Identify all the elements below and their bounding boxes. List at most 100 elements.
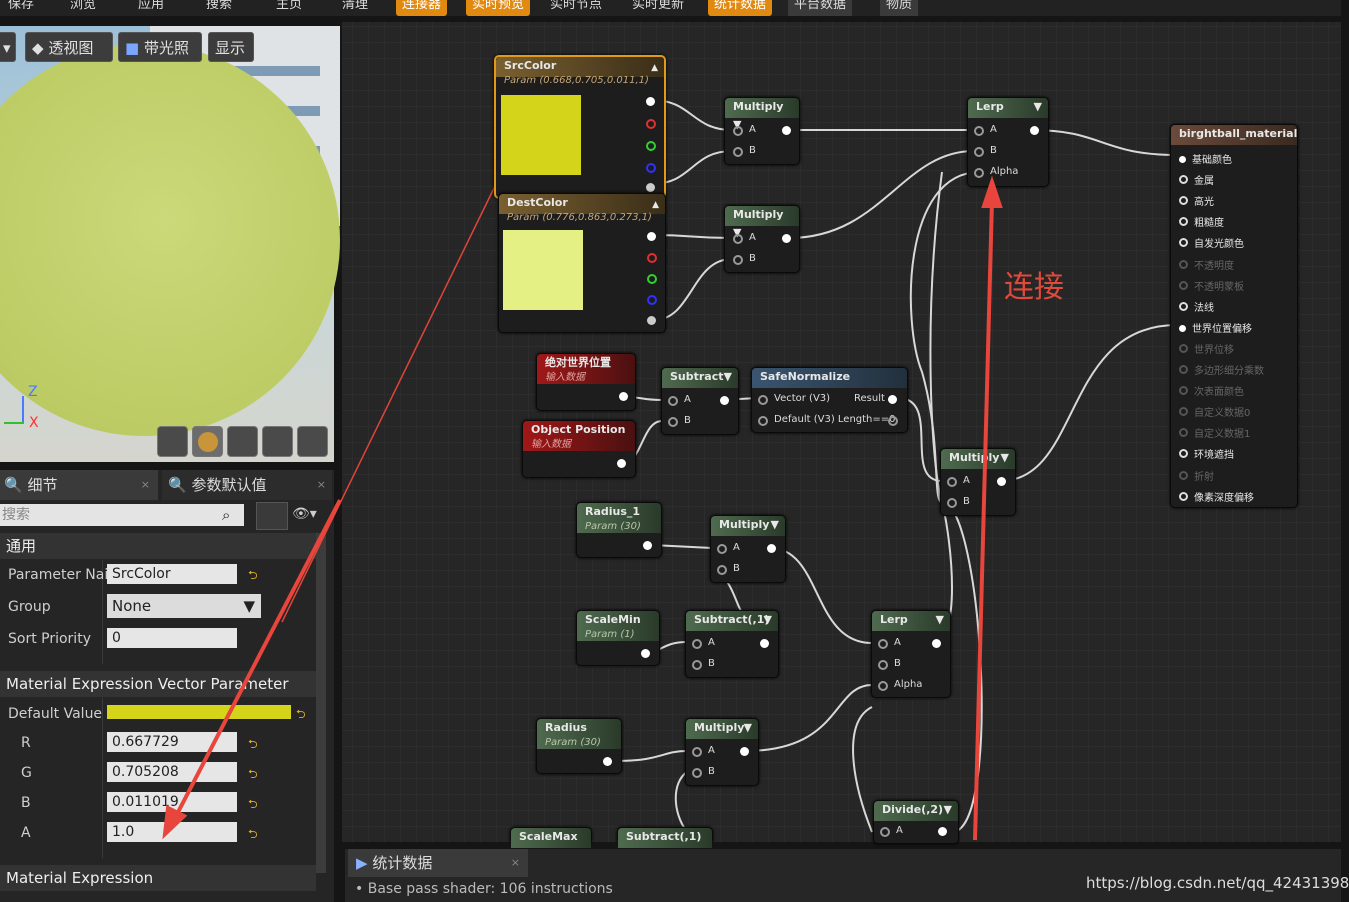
toolbar-button[interactable]: 保存 [8, 0, 35, 12]
toolbar-button[interactable]: 清理 [342, 0, 369, 12]
output-pin[interactable] [720, 396, 729, 405]
output-pin[interactable] [782, 234, 791, 243]
input-pin-alpha[interactable] [878, 681, 888, 691]
output-pin[interactable] [888, 416, 898, 426]
material-input-pin[interactable]: 世界位移 [1179, 341, 1234, 356]
material-input-pin[interactable]: 世界位置偏移 [1179, 320, 1252, 335]
node-subtract-2[interactable]: Subtract(,1)▼ A B [685, 610, 779, 678]
node-divide[interactable]: Divide(,2)▼ A [873, 800, 959, 844]
input-pin-default[interactable] [758, 416, 768, 426]
input-pin-b[interactable] [974, 147, 984, 157]
output-pin-b[interactable] [646, 163, 656, 173]
details-search-input[interactable]: 搜索 [0, 504, 244, 526]
material-input-pin[interactable]: 高光 [1179, 193, 1214, 208]
collapse-icon[interactable]: ▲ [651, 63, 658, 73]
node-lerp-2[interactable]: Lerp▼ A B Alpha [871, 610, 951, 698]
input-pin-a[interactable] [692, 747, 702, 757]
input-pin-b[interactable] [668, 417, 678, 427]
toolbar-button[interactable]: 物质 [880, 0, 919, 16]
reset-icon[interactable]: ⮌ [248, 827, 258, 841]
material-input-pin[interactable]: 像素深度偏移 [1179, 489, 1254, 504]
input-pin-a[interactable] [692, 639, 702, 649]
input-pin-a[interactable] [733, 126, 743, 136]
perspective-button[interactable]: ◆ 透视图 [25, 32, 113, 62]
section-material-expression[interactable]: Material Expression [0, 865, 316, 891]
output-pin[interactable] [643, 541, 652, 550]
plane-preview-button[interactable] [227, 426, 258, 457]
node-scale-max[interactable]: ScaleMax [510, 827, 592, 848]
material-input-pin[interactable]: 不透明度 [1179, 257, 1234, 272]
show-button[interactable]: 显示 [208, 32, 254, 62]
material-input-pin[interactable]: 多边形细分乘数 [1179, 362, 1264, 377]
output-pin[interactable] [603, 757, 612, 766]
input-pin-vector[interactable] [758, 395, 768, 405]
lit-button[interactable]: ■ 带光照 [118, 32, 202, 62]
node-multiply-1[interactable]: Multiply ▼ A B [724, 97, 800, 165]
material-input-pin[interactable]: 基础颜色 [1179, 151, 1232, 166]
toolbar-button[interactable]: 连接器 [396, 0, 448, 16]
output-pin[interactable] [997, 477, 1006, 486]
node-safe-normalize[interactable]: SafeNormalize Vector (V3) Result Default… [751, 367, 908, 433]
node-multiply-3[interactable]: Multiply▼ A B [940, 448, 1016, 516]
section-vector-parameter[interactable]: Material Expression Vector Parameter [0, 671, 316, 697]
output-pin-g[interactable] [646, 141, 656, 151]
output-pin[interactable] [647, 232, 656, 241]
input-pin-b[interactable] [878, 660, 888, 670]
toolbar-button[interactable]: 搜索 [206, 0, 233, 12]
node-multiply-5[interactable]: Multiply▼ A B [685, 718, 759, 786]
input-pin-b[interactable] [947, 498, 957, 508]
reset-icon[interactable]: ⮌ [296, 707, 306, 721]
input-pin-a[interactable] [878, 639, 888, 649]
reset-icon[interactable]: ⮌ [248, 737, 258, 751]
material-input-pin[interactable]: 折射 [1179, 468, 1214, 483]
output-pin-b[interactable] [647, 295, 657, 305]
material-input-pin[interactable]: 环境遮挡 [1179, 446, 1234, 461]
sort-priority-field[interactable]: 0 [107, 628, 237, 648]
parameter-name-field[interactable]: SrcColor [107, 564, 237, 584]
default-value-color-swatch[interactable] [107, 705, 291, 719]
material-input-pin[interactable]: 次表面颜色 [1179, 383, 1244, 398]
output-pin[interactable] [641, 649, 650, 658]
output-pin[interactable] [619, 392, 628, 401]
output-pin[interactable] [760, 639, 769, 648]
details-scrollbar[interactable] [316, 533, 326, 873]
node-material-result[interactable]: birghtball_material 基础颜色金属高光粗糙度自发光颜色不透明度… [1170, 124, 1298, 508]
node-subtract-1[interactable]: Subtract▼ A B [661, 367, 739, 435]
material-input-pin[interactable]: 不透明蒙板 [1179, 278, 1244, 293]
close-icon[interactable]: × [140, 478, 150, 491]
node-absolute-world-position[interactable]: 绝对世界位置输入数据 [536, 353, 636, 411]
input-pin-b[interactable] [733, 147, 743, 157]
input-pin-a[interactable] [668, 396, 678, 406]
material-input-pin[interactable]: 自定义数据1 [1179, 425, 1250, 440]
material-input-pin[interactable]: 金属 [1179, 172, 1214, 187]
node-subtract-3[interactable]: Subtract(,1) ▼ [617, 827, 713, 861]
output-pin-r[interactable] [646, 119, 656, 129]
collapse-icon[interactable]: ▲ [652, 200, 659, 210]
material-input-pin[interactable]: 自发光颜色 [1179, 235, 1244, 250]
node-lerp-1[interactable]: Lerp▼ A B Alpha [967, 97, 1049, 187]
close-icon[interactable]: × [510, 856, 520, 869]
output-pin-a[interactable] [647, 316, 656, 325]
material-input-pin[interactable]: 粗糙度 [1179, 214, 1224, 229]
output-pin[interactable] [1030, 126, 1039, 135]
cylinder-preview-button[interactable] [157, 426, 188, 457]
toolbar-button[interactable]: 平台数据 [788, 0, 853, 16]
reset-icon[interactable]: ⮌ [248, 568, 258, 582]
output-pin[interactable] [932, 639, 941, 648]
toolbar-button[interactable]: 应用 [138, 0, 165, 12]
input-pin-a[interactable] [717, 544, 727, 554]
input-pin-b[interactable] [692, 660, 702, 670]
input-pin-alpha[interactable] [974, 168, 984, 178]
a-field[interactable]: 1.0 [107, 822, 237, 842]
input-pin-b[interactable] [717, 565, 727, 575]
search-icon[interactable]: ⌕ [222, 506, 231, 524]
g-field[interactable]: 0.705208 [107, 762, 237, 782]
toolbar-button[interactable]: 实时节点 [550, 0, 603, 12]
toolbar-button[interactable]: 统计数据 [708, 0, 773, 16]
reset-icon[interactable]: ⮌ [248, 767, 258, 781]
